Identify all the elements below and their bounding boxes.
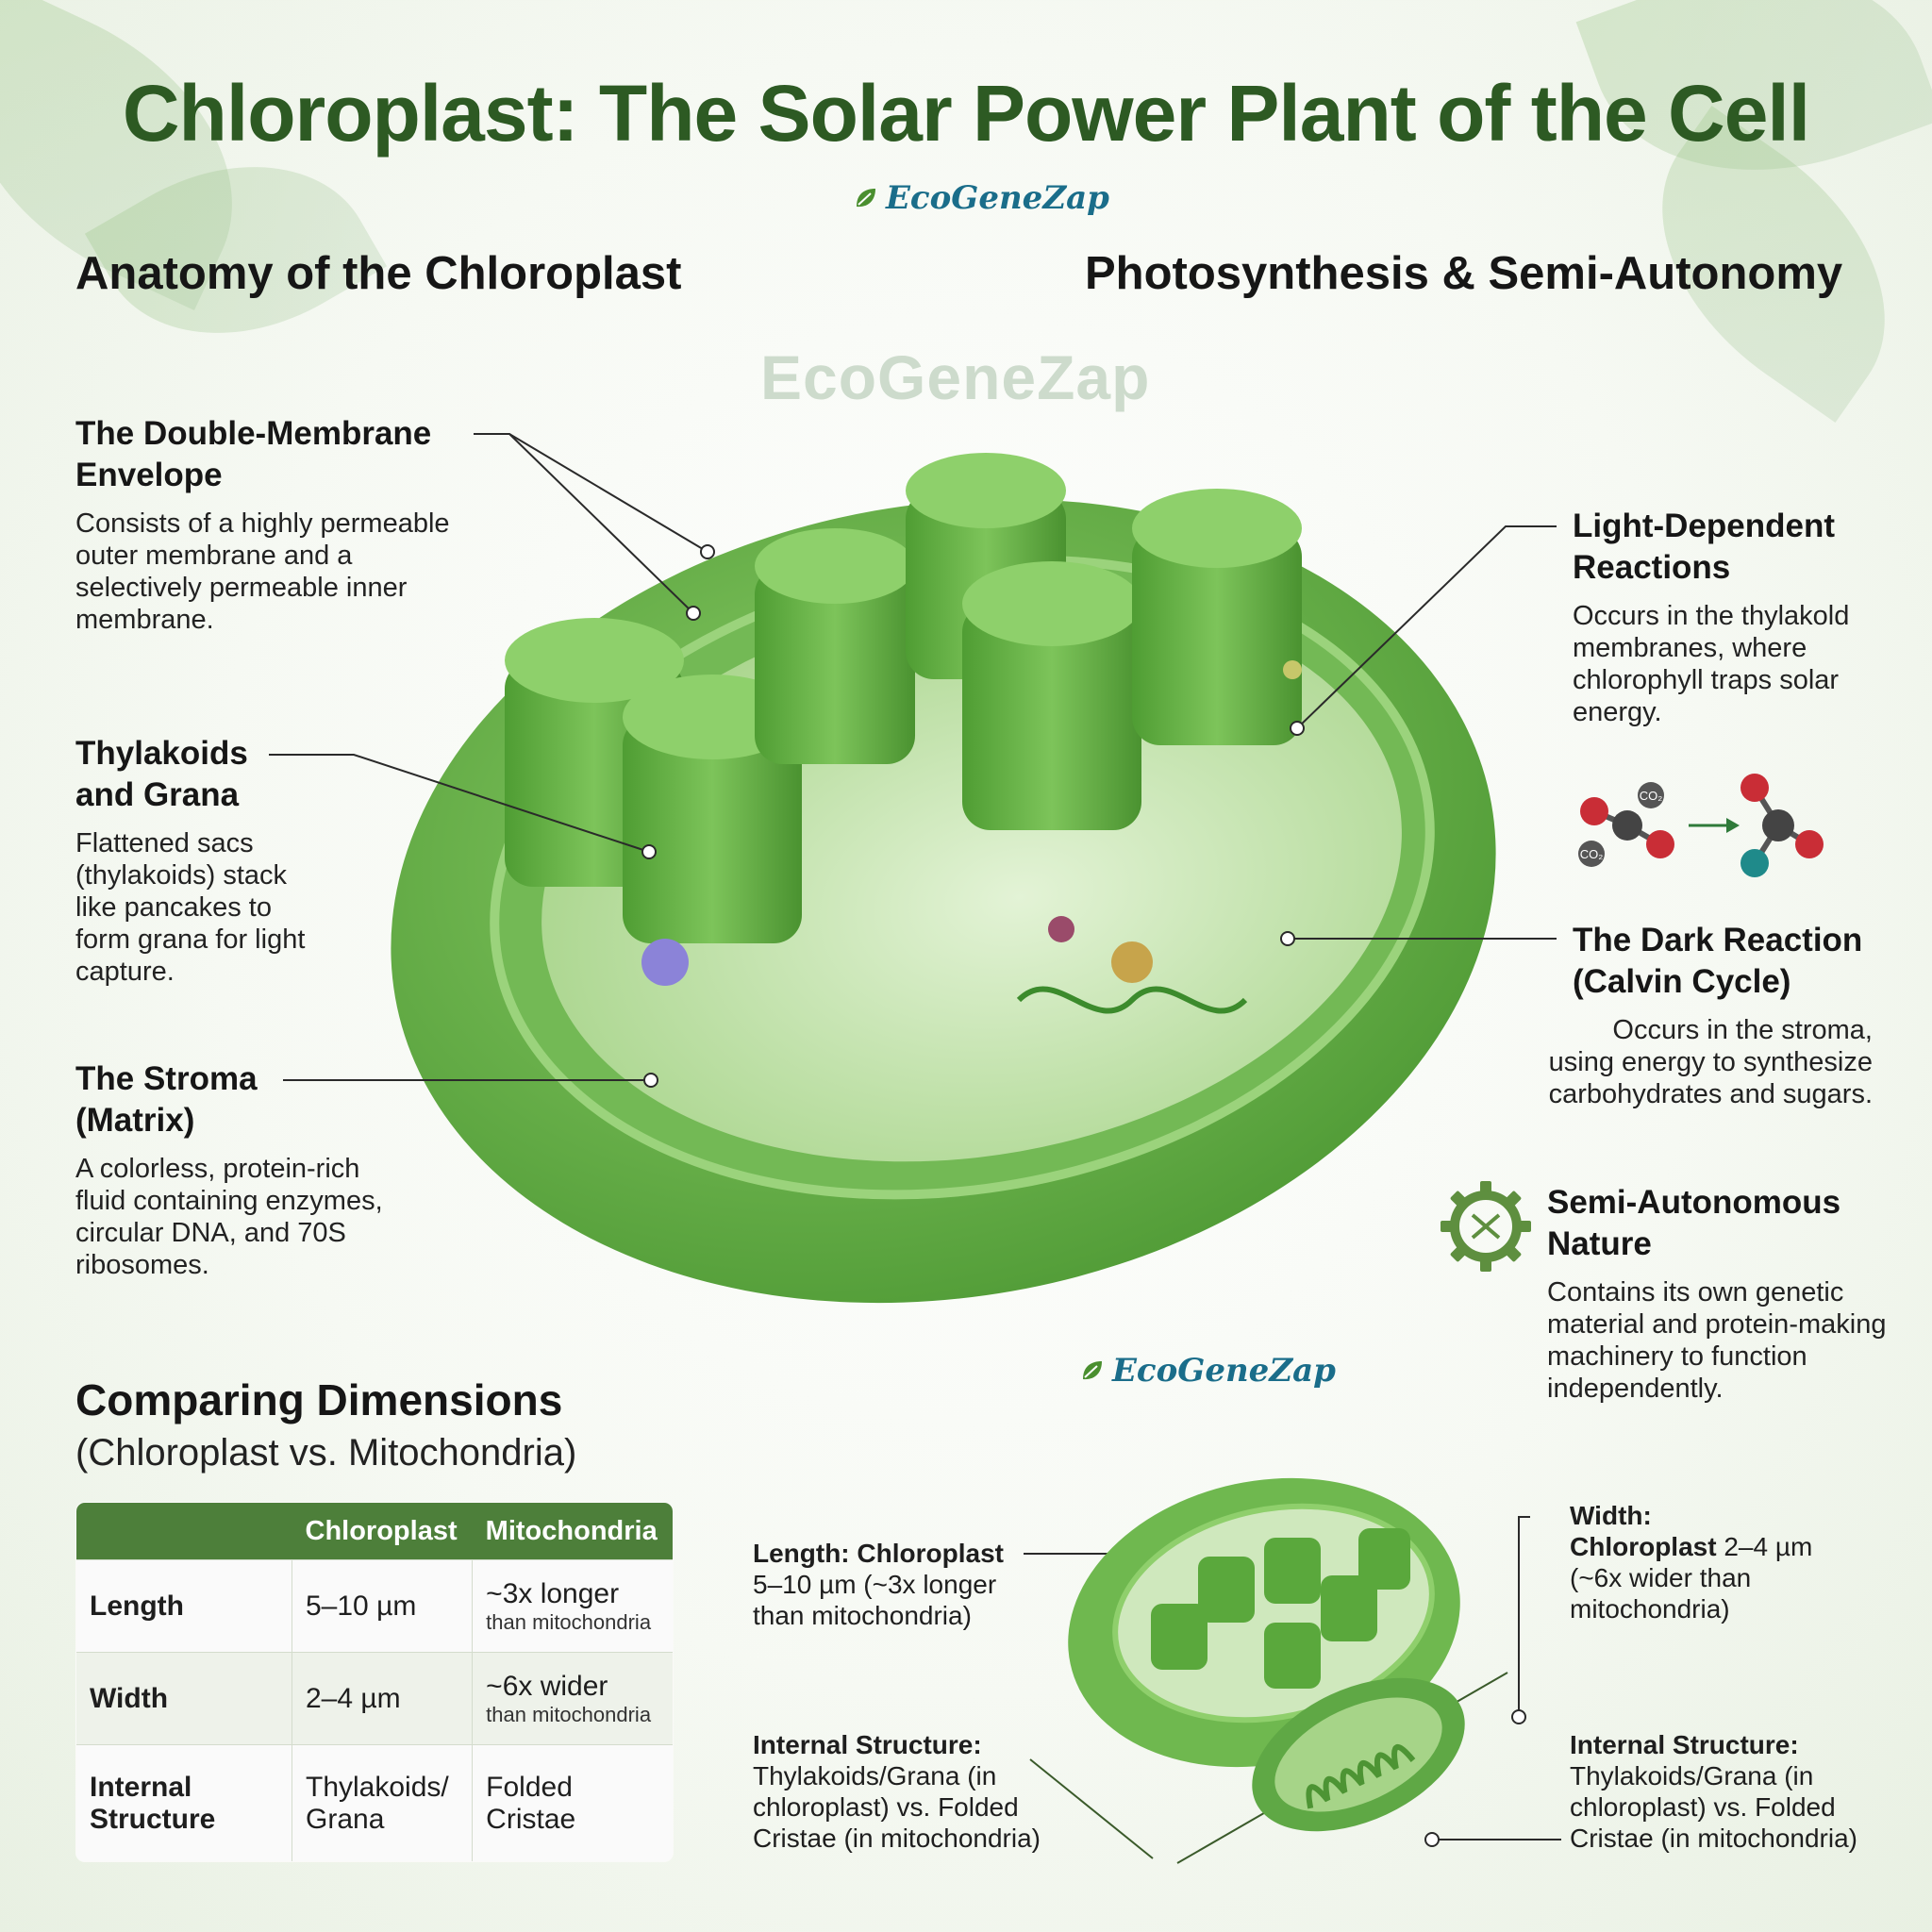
- row-label: Length: [76, 1559, 292, 1653]
- leaf-logo-icon: [857, 189, 875, 208]
- table-header-row: Chloroplast Mitochondria: [76, 1503, 673, 1560]
- brand-logo-top: EcoGeneZap: [854, 179, 1109, 217]
- cell-chloroplast: 2–4 µm: [291, 1652, 474, 1745]
- co2-label: CO₂: [1640, 789, 1663, 803]
- chloroplast-illustration: [391, 453, 1496, 1304]
- label-title: The Stroma(Matrix): [75, 1060, 258, 1139]
- grana-stacks: [505, 453, 1302, 943]
- brand-name: EcoGeneZap: [886, 179, 1109, 217]
- co2-molecule-diagram: CO₂ CO₂: [1578, 774, 1824, 877]
- brand-name: EcoGeneZap: [1112, 1352, 1336, 1390]
- comparison-subtitle: (Chloroplast vs. Mitochondria): [75, 1432, 577, 1474]
- cell-chloroplast: Thylakoids/Grana: [291, 1744, 474, 1861]
- organelle-size-comparison: [1068, 1477, 1465, 1832]
- page-title: Chloroplast: The Solar Power Plant of th…: [122, 69, 1810, 158]
- label-title: The Dark Reaction(Calvin Cycle): [1573, 922, 1863, 1000]
- dimensions-table: Chloroplast Mitochondria Length 5–10 µm …: [75, 1502, 674, 1862]
- label-text: Occurs in the stroma,using energy to syn…: [1548, 1015, 1873, 1109]
- brand-logo-bottom: EcoGeneZap: [1080, 1352, 1336, 1390]
- leaf-logo-icon: [1083, 1361, 1102, 1380]
- cell-chloroplast: 5–10 µm: [291, 1559, 474, 1653]
- co2-label: CO₂: [1580, 847, 1604, 861]
- table-header-cell: Chloroplast: [291, 1503, 473, 1560]
- table-header-cell: [76, 1503, 292, 1560]
- row-label: Width: [76, 1652, 292, 1745]
- section-heading-photosynthesis: Photosynthesis & Semi-Autonomy: [1085, 248, 1843, 299]
- watermark: EcoGeneZap: [760, 342, 1151, 412]
- table-header-cell: Mitochondria: [472, 1503, 673, 1560]
- gear-dna-icon: [1441, 1181, 1531, 1272]
- comparison-title: Comparing Dimensions: [75, 1375, 563, 1424]
- section-heading-anatomy: Anatomy of the Chloroplast: [75, 248, 682, 299]
